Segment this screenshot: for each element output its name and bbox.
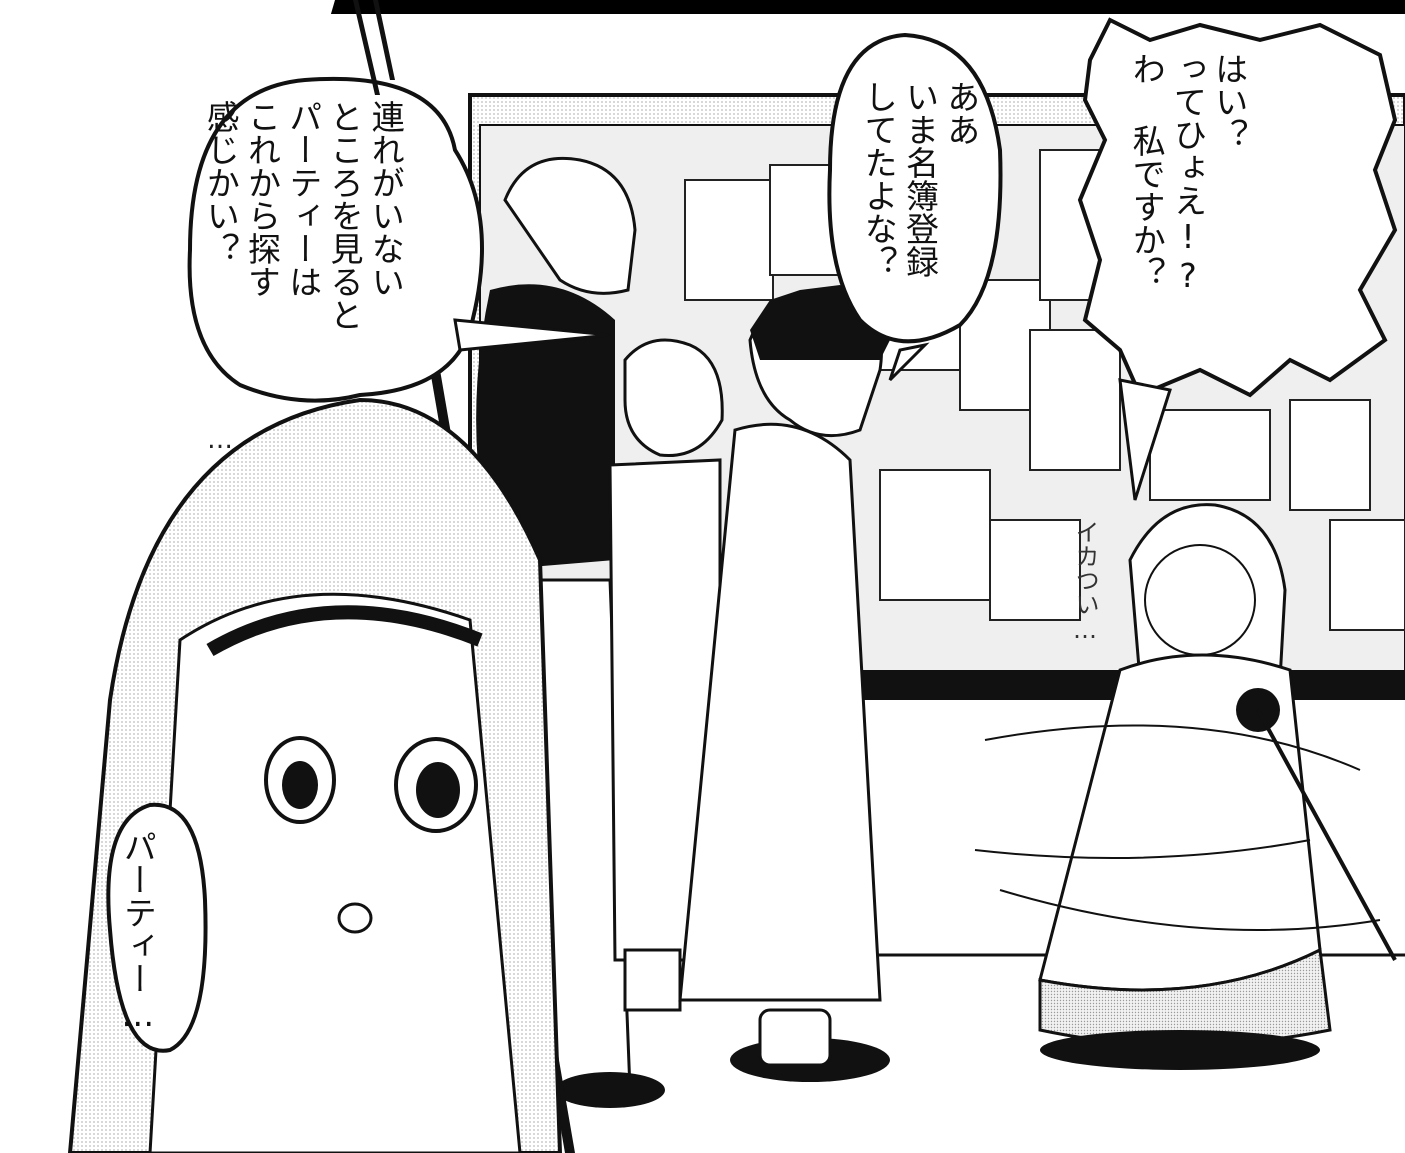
bubble-text-registered: ああ いま名簿登録 してたよな？ xyxy=(859,80,981,278)
sfx-dots: … xyxy=(205,425,235,455)
sfx-ikatsui: イカつい… xyxy=(1071,520,1099,644)
robed-man-figure xyxy=(678,285,895,1082)
speech-bubble-registered xyxy=(827,32,1003,382)
hooded-girl-figure xyxy=(974,503,1397,1070)
bubble-text-party-ellipsis: パーティー… xyxy=(118,830,158,1034)
bubble-text-shout: はい？ ってひょえ!? わ 私ですか？ xyxy=(1127,52,1249,295)
speech-bubble-shout xyxy=(1077,17,1398,501)
speech-bubble-party-question xyxy=(187,76,611,403)
speech-bubble-party-ellipsis xyxy=(106,802,208,1053)
bubble-text-party-question: 連れがいない ところを見ると パーティーは これから探す 感じかい？ xyxy=(201,100,406,331)
